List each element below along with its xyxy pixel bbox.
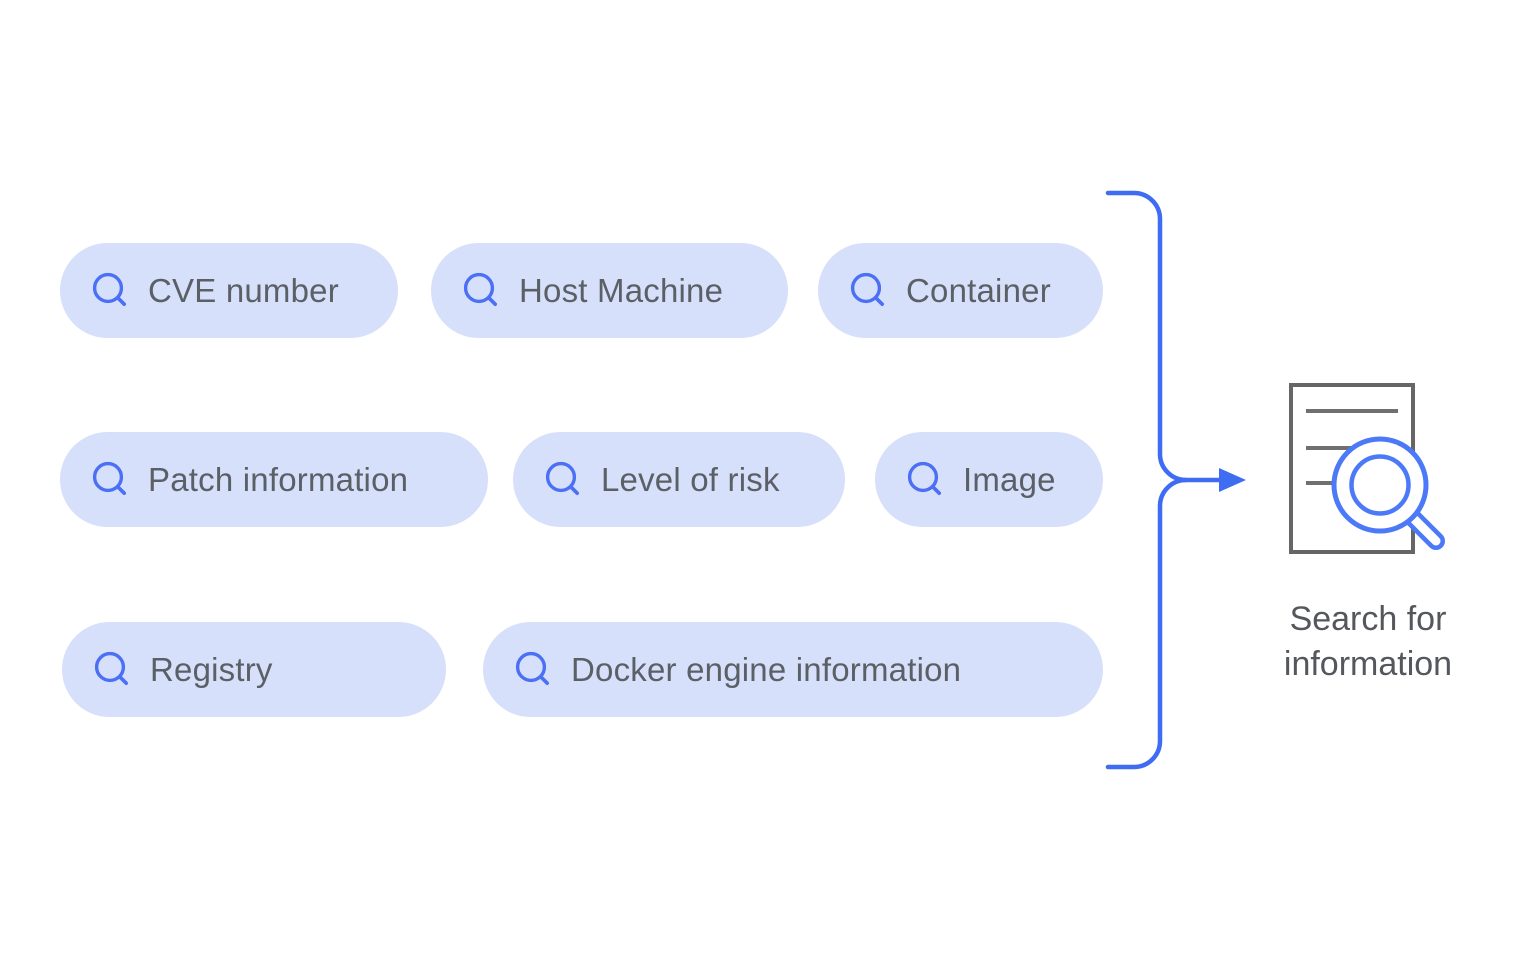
search-icon — [543, 460, 583, 500]
document-search-icon — [1289, 383, 1445, 554]
search-icon — [848, 271, 888, 311]
chip-label: CVE number — [148, 271, 339, 309]
chip-label: Image — [963, 460, 1056, 498]
chip-container: Container — [818, 243, 1103, 338]
search-icon — [513, 650, 553, 690]
arrowhead-icon — [1219, 468, 1246, 492]
chip-label: Level of risk — [601, 460, 780, 498]
chip-label: Patch information — [148, 460, 409, 498]
search-icon — [90, 460, 130, 500]
search-icon — [905, 460, 945, 500]
search-icon — [461, 271, 501, 311]
chip-label: Docker engine information — [571, 650, 962, 688]
chip-image: Image — [875, 432, 1103, 527]
chip-host-machine: Host Machine — [431, 243, 788, 338]
chip-patch-information: Patch information — [60, 432, 488, 527]
brace-arrow-connector — [1105, 190, 1246, 770]
chip-docker-engine-information: Docker engine information — [483, 622, 1103, 717]
chip-label: Container — [906, 271, 1051, 309]
chip-registry: Registry — [62, 622, 446, 717]
chip-cve-number: CVE number — [60, 243, 398, 338]
search-icon — [90, 271, 130, 311]
search-icon — [92, 650, 132, 690]
result-caption: Search for information — [1283, 600, 1453, 683]
chip-level-of-risk: Level of risk — [513, 432, 845, 527]
chip-label: Host Machine — [519, 271, 724, 309]
chip-label: Registry — [150, 650, 273, 688]
